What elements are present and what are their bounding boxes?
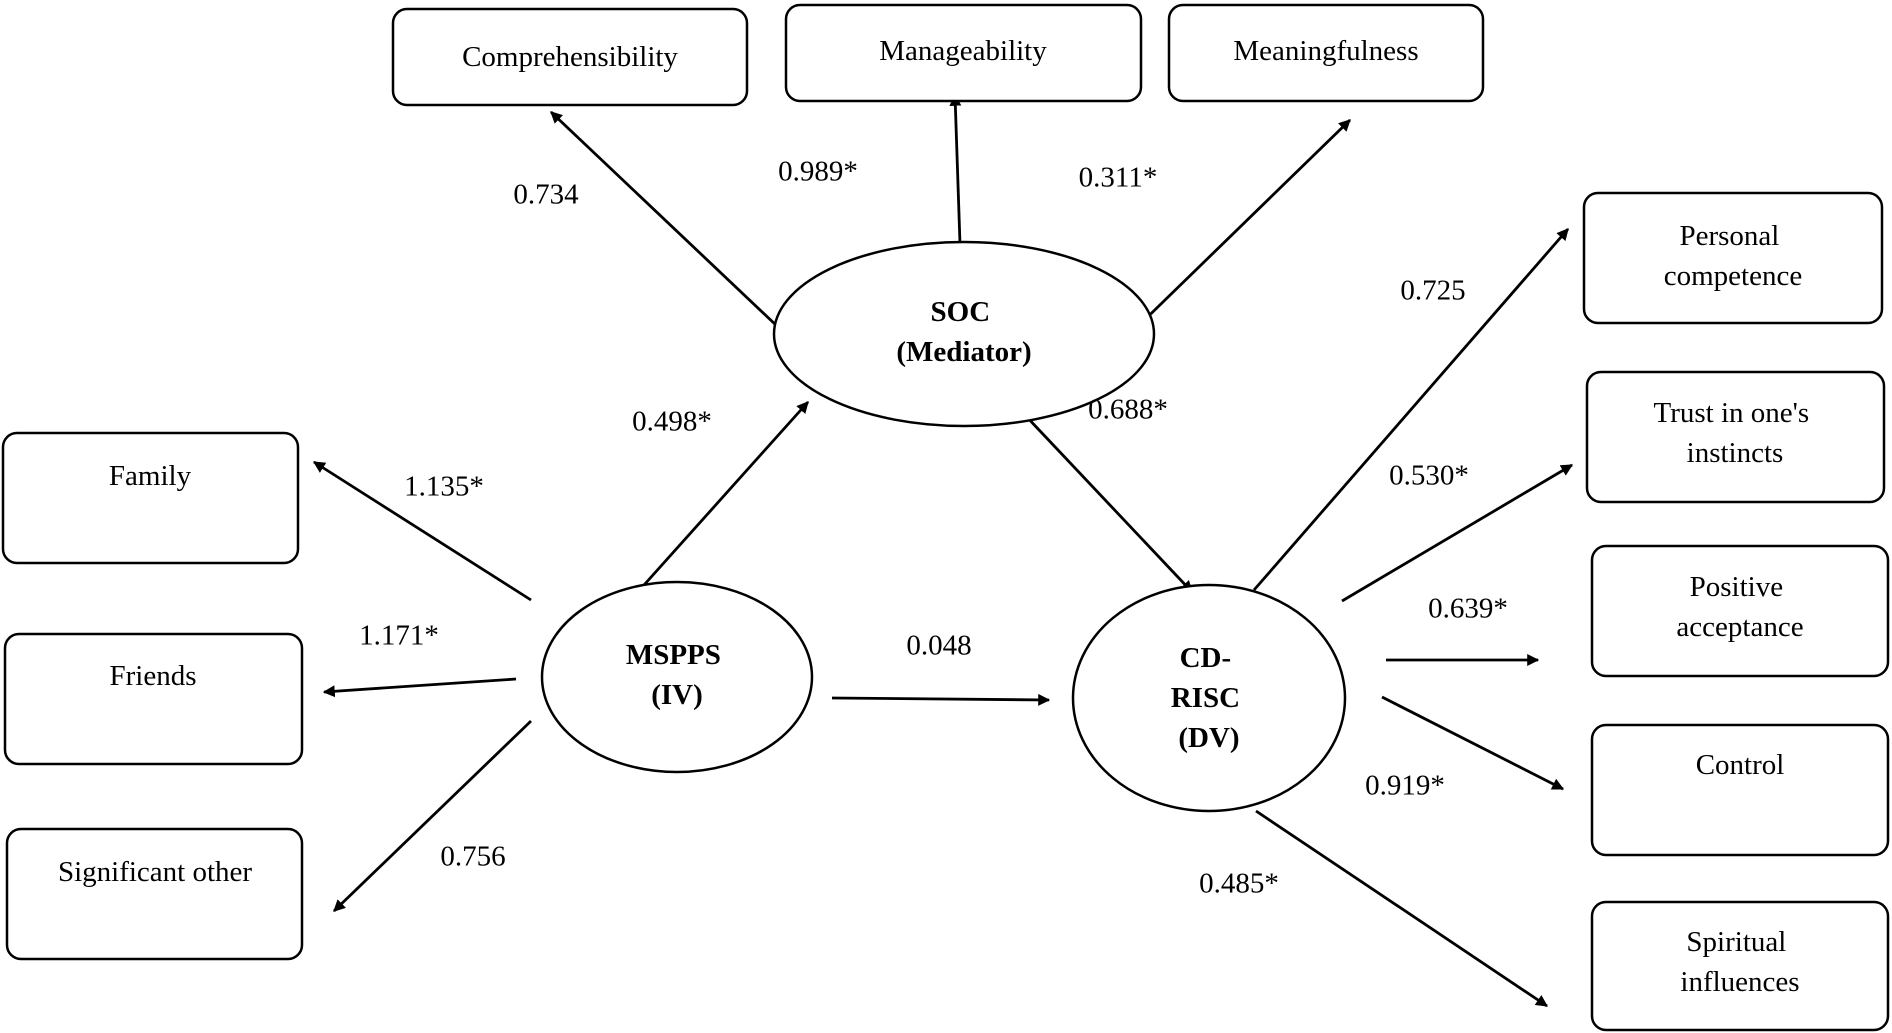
node-mspps: MSPPS (IV) [540, 580, 814, 774]
positive-acceptance-label-line1: Positive [1690, 571, 1783, 603]
coef-soc-cdrisc: 0.688* [1088, 394, 1168, 426]
node-positive-acceptance: Positive acceptance [1590, 544, 1890, 678]
coef-mspps-soc: 0.498* [632, 406, 712, 438]
node-manageability: Manageability [784, 3, 1143, 103]
coef-mspps-cdrisc: 0.048 [906, 630, 971, 662]
node-cdrisc: CD- RISC (DV) [1071, 583, 1347, 813]
cdrisc-label-line1: CD- [1180, 642, 1232, 674]
node-control: Control [1590, 723, 1890, 857]
edge-cdrisc-spiritual-influences [1255, 809, 1548, 1008]
edge-cdrisc-personal-competence [1252, 228, 1570, 591]
coef-cdrisc-spiritual-influences: 0.485* [1199, 868, 1279, 900]
svg-text:Manageability: Manageability [879, 35, 1047, 67]
svg-text:Trust in one's instinc: Trust in one's instincts [1654, 397, 1817, 469]
svg-text:Control: Control [1696, 749, 1785, 781]
trust-instincts-label-line1: Trust in one's [1654, 397, 1810, 429]
edge-mspps-family [312, 460, 532, 602]
coef-cdrisc-trust-instincts: 0.530* [1389, 460, 1469, 492]
edge-soc-manageability [949, 93, 962, 245]
mspps-label-line2: (IV) [651, 679, 703, 711]
cdrisc-label-line3: (DV) [1178, 722, 1239, 754]
edge-mspps-friends [322, 677, 517, 698]
svg-text:Meaningfulness: Meaningfulness [1233, 35, 1418, 67]
coef-mspps-significant-other: 0.756 [440, 841, 505, 873]
edge-soc-cdrisc [1022, 413, 1194, 593]
coef-cdrisc-positive-acceptance: 0.639* [1428, 593, 1508, 625]
edges [312, 93, 1574, 1008]
manageability-label: Manageability [879, 35, 1047, 67]
node-meaningfulness: Meaningfulness [1167, 3, 1485, 103]
edge-soc-comprehensibility [550, 110, 779, 329]
indicator-boxes: Comprehensibility Manageability Meaningf… [1, 3, 1890, 1032]
svg-text:Significant other: Significant other [58, 856, 252, 888]
significant-other-label: Significant other [58, 856, 252, 888]
node-trust-instincts: Trust in one's instincts [1585, 370, 1886, 504]
coef-soc-meaningfulness: 0.311* [1079, 162, 1158, 194]
spiritual-influences-label-line2: influences [1680, 966, 1799, 998]
svg-text:SOC (Mediator): SOC (Mediator) [896, 296, 1031, 368]
node-soc: SOC (Mediator) [772, 240, 1156, 428]
node-friends: Friends [3, 632, 304, 766]
edge-mspps-significant-other [333, 719, 532, 913]
soc-label-line1: SOC [931, 296, 991, 328]
coef-soc-comprehensibility: 0.734 [513, 179, 579, 211]
edge-mspps-cdrisc [831, 693, 1051, 706]
svg-text:MSPPS (IV): MSPPS (IV) [626, 639, 728, 711]
coef-cdrisc-control: 0.919* [1365, 770, 1445, 802]
coef-cdrisc-personal-competence: 0.725 [1400, 275, 1465, 307]
coef-mspps-family: 1.135* [404, 471, 484, 503]
control-label: Control [1696, 749, 1785, 781]
coef-mspps-friends: 1.171* [359, 620, 439, 652]
latent-constructs: SOC (Mediator) MSPPS (IV) CD- RISC (DV) [540, 240, 1347, 813]
svg-text:Friends: Friends [110, 660, 197, 692]
edge-mspps-soc [642, 401, 810, 586]
svg-text:CD- RISC (DV): CD- RISC (DV) [1171, 642, 1248, 754]
spiritual-influences-label-line1: Spiritual [1686, 926, 1786, 958]
coefficient-labels: 0.734 0.989* 0.311* 0.498* 0.688* 0.048 … [359, 156, 1508, 900]
edge-cdrisc-trust-instincts [1341, 463, 1574, 603]
personal-competence-label-line2: competence [1664, 260, 1802, 292]
edge-soc-meaningfulness [1126, 118, 1351, 339]
node-personal-competence: Personal competence [1582, 191, 1884, 325]
svg-text:Spiritual influences: Spiritual influences [1680, 926, 1799, 998]
svg-text:Personal competence: Personal competence [1664, 220, 1802, 292]
node-comprehensibility: Comprehensibility [391, 7, 749, 107]
coef-soc-manageability: 0.989* [778, 156, 858, 188]
edge-cdrisc-control [1381, 695, 1565, 791]
personal-competence-label-line1: Personal [1679, 220, 1779, 252]
svg-text:Comprehensibility: Comprehensibility [462, 41, 678, 73]
cdrisc-label-line2: RISC [1171, 682, 1240, 714]
positive-acceptance-label-line2: acceptance [1676, 611, 1803, 643]
svg-text:Positive acceptance: Positive acceptance [1676, 571, 1803, 643]
node-family: Family [1, 431, 300, 565]
friends-label: Friends [110, 660, 197, 692]
trust-instincts-label-line2: instincts [1687, 437, 1784, 469]
svg-text:Family: Family [109, 460, 192, 492]
node-spiritual-influences: Spiritual influences [1590, 900, 1890, 1032]
comprehensibility-label: Comprehensibility [462, 41, 678, 73]
mspps-label-line1: MSPPS [626, 639, 721, 671]
soc-label-line2: (Mediator) [896, 336, 1031, 368]
node-significant-other: Significant other [5, 827, 304, 961]
family-label: Family [109, 460, 192, 492]
meaningfulness-label: Meaningfulness [1233, 35, 1418, 67]
